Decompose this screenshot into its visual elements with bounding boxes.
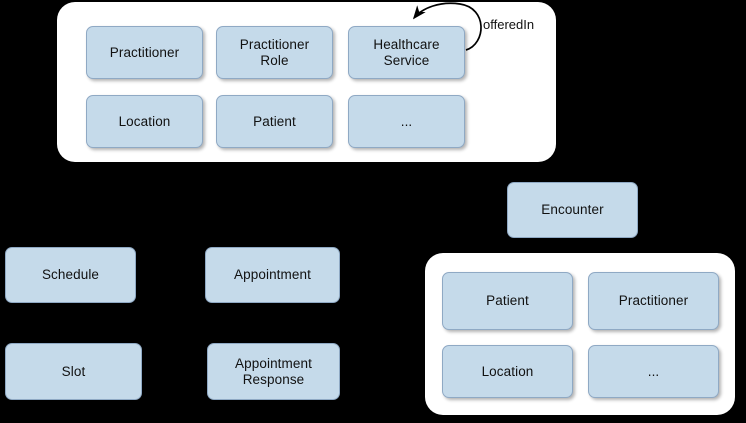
entity-label: Practitioner	[618, 293, 689, 309]
entity-label: Patient	[486, 293, 529, 309]
entity-encounter-more[interactable]: ...	[588, 345, 719, 398]
entity-patient[interactable]: Patient	[216, 95, 333, 148]
entity-practitioner-role[interactable]: Practitioner Role	[216, 26, 333, 79]
entity-label: Location	[481, 363, 534, 379]
entity-location[interactable]: Location	[86, 95, 203, 148]
entity-healthcare-service[interactable]: Healthcare Service	[348, 26, 465, 79]
entity-practitioner[interactable]: Practitioner	[86, 26, 203, 79]
entity-encounter[interactable]: Encounter	[507, 182, 638, 238]
entity-encounter-practitioner[interactable]: Practitioner	[588, 272, 719, 330]
entity-label: Practitioner	[109, 44, 180, 60]
edge-label-offered-in: offeredIn	[483, 17, 535, 32]
entity-label: Healthcare Service	[373, 36, 440, 68]
entity-label: Appointment Response	[235, 355, 312, 387]
entity-label: Location	[118, 113, 171, 129]
entity-appointment-response[interactable]: Appointment Response	[207, 343, 340, 400]
entity-label: Patient	[253, 113, 296, 129]
entity-label: ...	[647, 363, 660, 379]
entity-slot[interactable]: Slot	[5, 343, 142, 400]
entity-label: Practitioner Role	[239, 36, 310, 68]
entity-label: Slot	[61, 363, 86, 379]
entity-encounter-location[interactable]: Location	[442, 345, 573, 398]
offered-in-arrow-icon	[412, 2, 482, 51]
entity-label: ...	[400, 113, 413, 129]
entity-label: Appointment	[234, 267, 311, 283]
entity-appointment[interactable]: Appointment	[205, 247, 340, 303]
entity-schedule[interactable]: Schedule	[5, 247, 136, 303]
entity-label: Encounter	[541, 202, 604, 218]
entity-encounter-patient[interactable]: Patient	[442, 272, 573, 330]
entity-label: Schedule	[41, 267, 100, 283]
entity-more-top[interactable]: ...	[348, 95, 465, 148]
